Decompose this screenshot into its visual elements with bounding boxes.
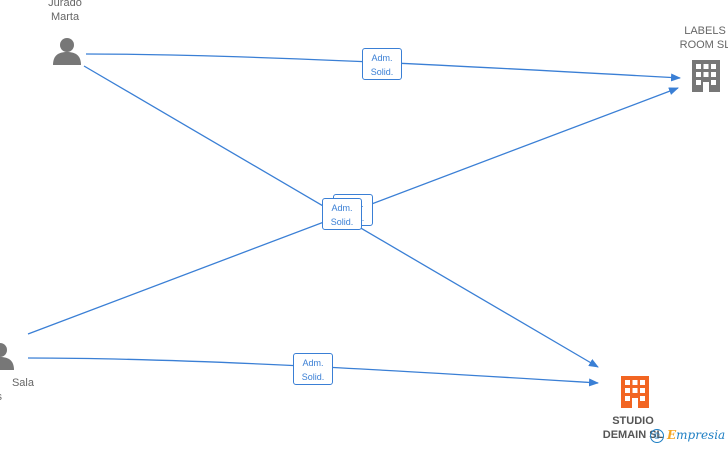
company-name-line: LABELS [684, 25, 726, 37]
company-name-line: STUDIO [612, 415, 654, 427]
company-name-label: LABELS ROOM SL [670, 24, 728, 52]
edge-role-line: Adm. [331, 203, 353, 213]
edge-role-line: Adm. [371, 53, 393, 63]
edge-role-line: Adm. [302, 358, 324, 368]
edge-role-label[interactable]: Adm. Solid. [293, 353, 333, 385]
edge-role-line: Solid. [301, 372, 325, 382]
person-name-line: is [0, 390, 34, 404]
copyright-icon: © [650, 429, 664, 443]
person-name-label: Sala is [0, 376, 34, 404]
brand-name: mpresia [676, 428, 726, 442]
building-icon[interactable] [692, 60, 720, 92]
edge-role-label[interactable]: Adm. Solid. [362, 48, 402, 80]
company-name-label: STUDIO DEMAIN SL [593, 414, 673, 442]
person-icon[interactable] [53, 38, 81, 65]
person-name-line: Jurado [48, 0, 82, 9]
edge-role-line: Solid. [330, 217, 354, 227]
person-name-label: Jurado Marta [35, 0, 95, 24]
empresia-watermark: ©Empresia [650, 428, 725, 443]
person-name-line: Marta [50, 11, 80, 23]
person-name-line: Sala [11, 377, 34, 389]
company-name-line: ROOM SL [679, 39, 728, 51]
building-icon[interactable] [621, 376, 649, 408]
edge-role-line: Solid. [370, 67, 394, 77]
person-icon[interactable] [0, 343, 14, 370]
company-name-line: DEMAIN SL [602, 429, 664, 441]
brand-initial: E [667, 428, 677, 442]
edge-role-label[interactable]: Adm. Solid. [322, 198, 362, 230]
